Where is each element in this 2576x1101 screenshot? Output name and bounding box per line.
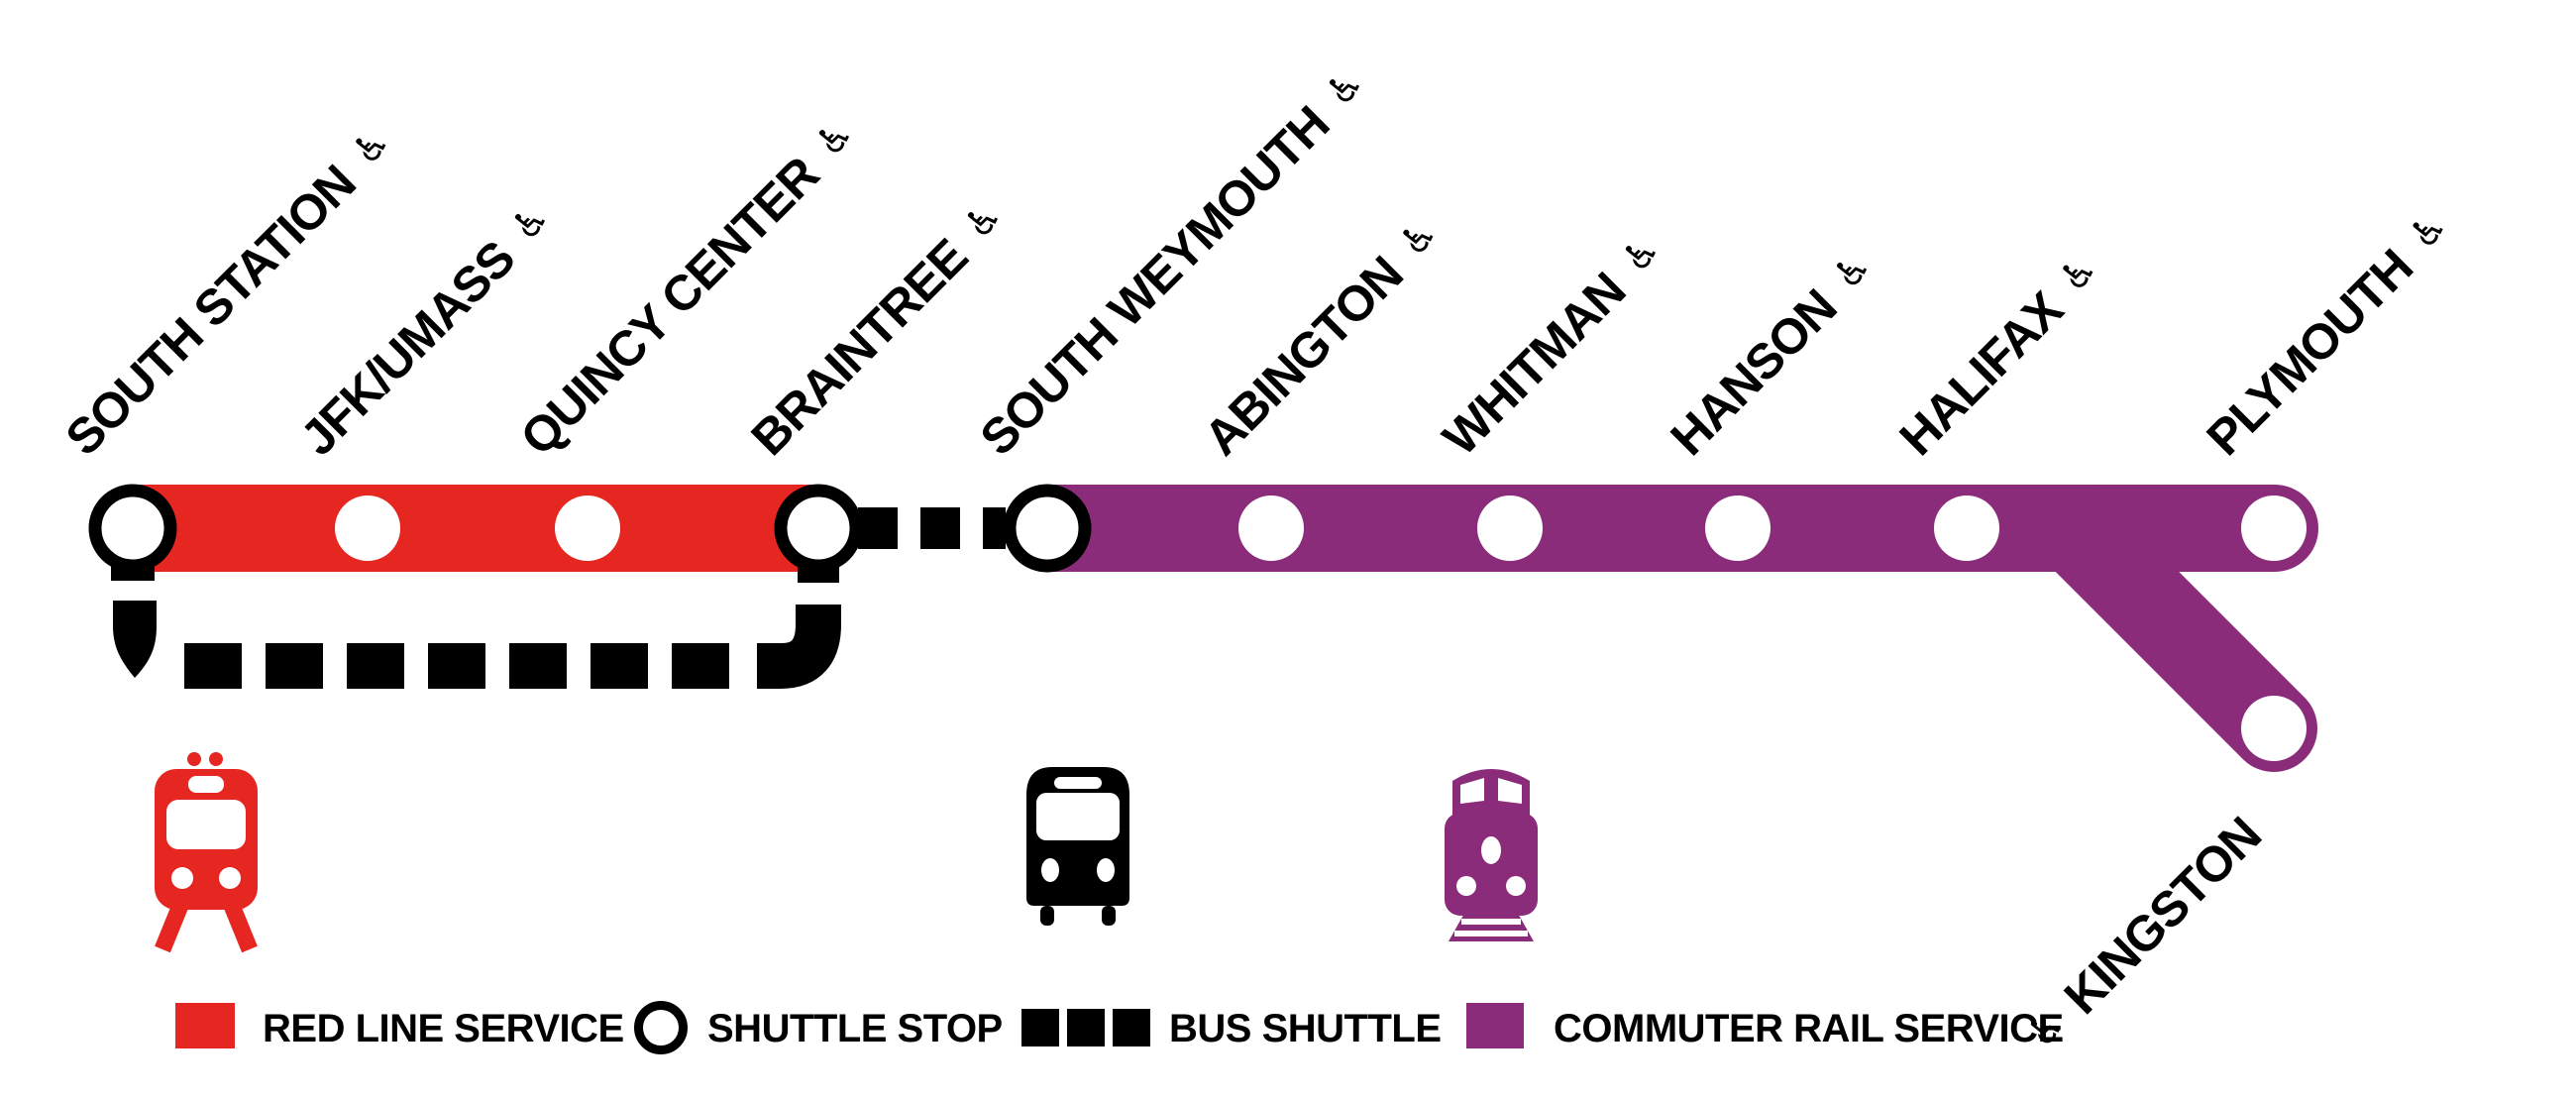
bus-shuttle-swatch-dash-2 bbox=[1067, 1009, 1105, 1046]
commuter-rail-train-icon bbox=[1445, 769, 1538, 941]
station-dot-halifax bbox=[1934, 495, 1999, 561]
commuter-rail-service-swatch bbox=[1466, 1003, 1524, 1048]
station-dot-kingston bbox=[2241, 696, 2307, 761]
red-line-train-icon bbox=[155, 752, 258, 953]
legend-label-commuter-rail-service: COMMUTER RAIL SERVICE bbox=[1554, 1007, 2064, 1050]
bus-icon bbox=[1026, 767, 1129, 926]
station-dot-whitman bbox=[1477, 495, 1543, 561]
bus-shuttle-swatch-dash-1 bbox=[1021, 1009, 1059, 1046]
station-dot-abington bbox=[1238, 495, 1304, 561]
loop-curve-braintree bbox=[757, 605, 841, 689]
station-dot-quincy-center bbox=[555, 495, 620, 561]
station-dot-south-station bbox=[88, 484, 177, 573]
loop-arrow-tip bbox=[113, 601, 157, 678]
legend-label-shuttle-stop: SHUTTLE STOP bbox=[707, 1007, 1003, 1050]
station-dot-hanson bbox=[1705, 495, 1771, 561]
station-dots-layer bbox=[88, 484, 2307, 761]
station-dot-jfk-umass bbox=[335, 495, 400, 561]
kingston-branch-bar bbox=[2030, 485, 2317, 772]
red-line-service-swatch bbox=[175, 1003, 235, 1048]
station-dot-south-weymouth bbox=[1003, 484, 1092, 573]
shuttle-stop-swatch bbox=[634, 1001, 688, 1054]
station-dot-braintree bbox=[774, 484, 863, 573]
bus-shuttle-swatch-dash-3 bbox=[1113, 1009, 1150, 1046]
legend-label-bus-shuttle: BUS SHUTTLE bbox=[1169, 1007, 1442, 1050]
legend-label-red-line-service: RED LINE SERVICE bbox=[263, 1007, 624, 1050]
station-dot-plymouth bbox=[2241, 495, 2307, 561]
